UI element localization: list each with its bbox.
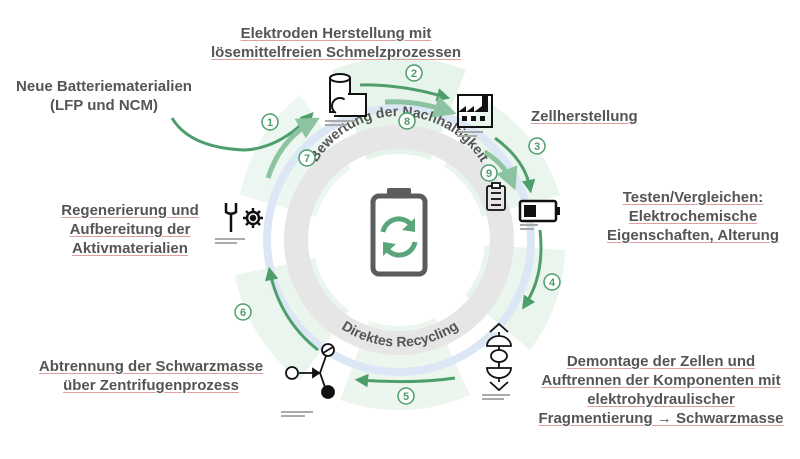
icon-credits [215,120,538,417]
step-badge-6: 6 [234,303,252,321]
step-badges: 1 2 3 4 5 6 7 8 9 [234,64,561,405]
svg-text:6: 6 [240,307,246,319]
svg-text:8: 8 [404,116,410,128]
svg-text:9: 9 [486,168,492,180]
outer-blue-ring [263,104,535,376]
step-badge-3: 3 [528,137,546,155]
step-5-label: Demontage der Zellen und Auftrennen der … [538,353,784,427]
step-7-label: Regenerierung und Aufbereitung der Aktiv… [61,202,199,257]
svg-text:4: 4 [549,277,556,289]
tools-icon [224,203,263,232]
material-roll-icon [329,73,367,117]
step-3-label: Zellherstellung [531,108,638,125]
step-2-label: Elektroden Herstellung mit lösemittelfre… [210,25,462,61]
factory-icon [457,94,493,128]
step-6-label: Abtrennung der Schwarzmasse über Zentrif… [38,358,264,394]
step-badge-2: 2 [405,64,423,82]
step-badge-7: 7 [298,149,316,167]
step-badge-8: 8 [398,112,416,130]
svg-text:3: 3 [534,141,540,153]
battery-low-icon [518,199,560,223]
step-badge-5: 5 [397,387,415,405]
step-badge-9: 9 [480,164,498,182]
svg-text:2: 2 [411,68,417,80]
battery-recycle-icon [370,188,428,277]
step-badge-4: 4 [543,273,561,291]
checklist-icon [486,182,506,211]
step-badge-1: 1 [261,113,279,131]
svg-text:5: 5 [403,391,409,403]
svg-text:1: 1 [267,117,273,129]
separation-icon [285,343,335,399]
step-1-label: Neue Batteriematerialien (LFP und NCM) [16,78,192,114]
disassembly-icon [486,322,512,392]
center-ring [284,125,514,355]
process-arrows [170,83,543,388]
svg-text:7: 7 [304,153,310,165]
step-4-label: Testen/Vergleichen: Elektrochemische Eig… [607,189,779,244]
